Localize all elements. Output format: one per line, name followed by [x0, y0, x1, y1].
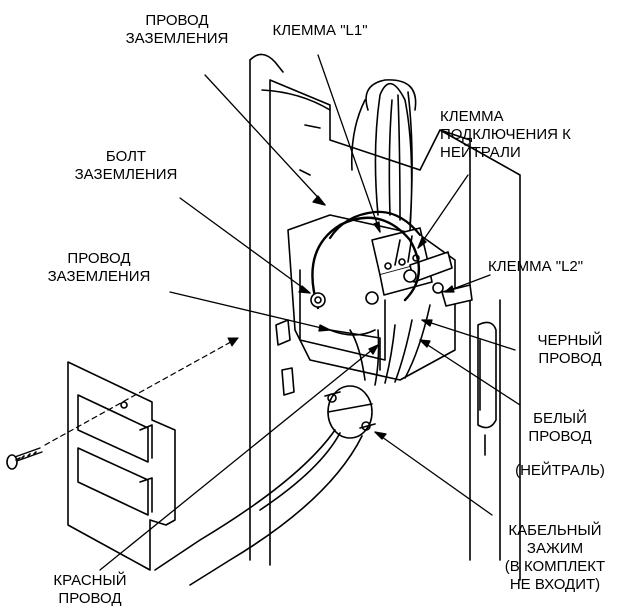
screw-direction-arrow — [44, 337, 239, 446]
label-cable-clamp: КАБЕЛЬНЫЙ ЗАЖИМ (В КОМПЛЕКТ НЕ ВХОДИТ) — [490, 522, 620, 594]
label-neutral-note: (НЕЙТРАЛЬ) — [500, 462, 620, 480]
label-line: ПОДКЛЮЧЕНИЯ К — [440, 126, 571, 143]
label-ground-wire-left: ПРОВОД ЗАЗЕМЛЕНИЯ — [34, 250, 164, 286]
label-line: ЗАЖИМ — [526, 540, 584, 557]
terminal-block — [371, 227, 473, 307]
label-line: БОЛТ — [105, 148, 147, 165]
label-ground-bolt: БОЛТ ЗАЗЕМЛЕНИЯ — [56, 148, 196, 184]
leader-red-wire — [99, 344, 379, 571]
label-ground-wire-top: ПРОВОД ЗАЗЕМЛЕНИЯ — [112, 12, 242, 48]
label-line: КРАСНЫЙ — [53, 572, 127, 589]
cable-wires — [349, 304, 431, 386]
wire-bundle — [365, 79, 417, 231]
leader-ground-bolt — [179, 197, 311, 294]
label-line: (НЕЙТРАЛЬ) — [515, 462, 605, 479]
label-line: НЕЙТРАЛИ — [440, 144, 521, 161]
leader-cable-clamp — [374, 431, 493, 516]
label-line: ПРОВОД — [538, 350, 602, 367]
access-cover — [67, 361, 176, 571]
label-line: ПРОВОД — [58, 590, 122, 607]
label-line: КЛЕММА "L2" — [488, 258, 584, 275]
label-terminal-l2: КЛЕММА "L2" — [488, 258, 618, 276]
label-line: ЗАЗЕМЛЕНИЯ — [74, 166, 178, 183]
leader-black-wire — [421, 319, 516, 351]
cover-screw — [6, 447, 43, 470]
label-line: ПРОВОД — [528, 428, 592, 445]
leader-ground-wire-top — [204, 74, 326, 206]
label-red-wire: КРАСНЫЙ ПРОВОД — [30, 572, 150, 608]
leader-ground-wire-left — [169, 291, 331, 331]
ground-wire — [311, 216, 421, 310]
right-slot — [477, 321, 497, 429]
ground-bolt — [310, 269, 417, 308]
label-line: КЛЕММА — [440, 108, 504, 125]
leader-neutral-terminal — [417, 174, 469, 249]
label-terminal-l1: КЛЕММА "L1" — [250, 22, 390, 40]
cable-conduit — [154, 429, 363, 586]
label-line: КЛЕММА "L1" — [272, 22, 368, 39]
label-line: ЗАЗЕМЛЕНИЯ — [125, 30, 229, 47]
label-white-wire: БЕЛЫЙ ПРОВОД — [510, 410, 610, 446]
leader-white-wire — [419, 339, 521, 406]
label-line: (В КОМПЛЕКТ — [504, 558, 606, 575]
label-line: КАБЕЛЬНЫЙ — [508, 522, 602, 539]
label-line: ЗАЗЕМЛЕНИЯ — [47, 268, 151, 285]
label-line: ПРОВОД — [67, 250, 131, 267]
label-black-wire: ЧЕРНЫЙ ПРОВОД — [520, 332, 620, 368]
leader-terminal-l1 — [317, 54, 381, 233]
label-line: НЕ ВХОДИТ) — [509, 576, 601, 593]
label-line: БЕЛЫЙ — [533, 410, 587, 427]
label-neutral-terminal: КЛЕММА ПОДКЛЮЧЕНИЯ К НЕЙТРАЛИ — [440, 108, 590, 162]
label-line: ПРОВОД — [145, 12, 209, 29]
label-line: ЧЕРНЫЙ — [537, 332, 603, 349]
appliance-housing — [249, 53, 521, 581]
cable-clamp — [324, 385, 376, 439]
